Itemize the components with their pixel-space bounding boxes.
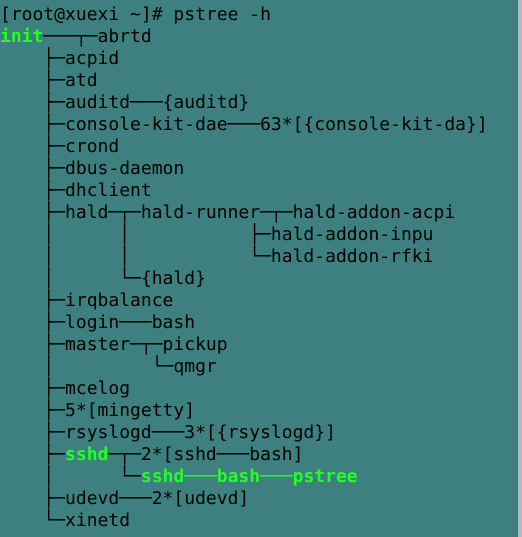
command-line: [root@xuexi ~]# pstree -h [0,4,271,25]
tree-line: │ └─sshd───bash───pstree [0,466,358,487]
tree-line: ├─auditd───{auditd} [0,92,250,113]
tree-line: init───┬─abrtd [0,26,152,47]
tree-line: ├─udevd───2*[udevd] [0,488,250,509]
tree-line: ├─dbus-daemon [0,158,185,179]
tree-line: ├─dhclient [0,180,152,201]
tree-line: ├─sshd─┬─2*[sshd───bash] [0,444,304,465]
tree-line: │ │ └─hald-addon-rfki [0,246,434,267]
window-border [518,0,522,537]
tree-line: ├─hald─┬─hald-runner─┬─hald-addon-acpi [0,202,456,223]
highlighted-process: sshd [65,444,109,465]
tree-line: ├─crond [0,136,120,157]
tree-line: ├─console-kit-dae───63*[{console-kit-da}… [0,114,488,135]
tree-line: ├─irqbalance [0,290,174,311]
tree-line: ├─master─┬─pickup [0,334,228,355]
tree-line: │ │ ├─hald-addon-inpu [0,224,434,245]
tree-line: │ └─{hald} [0,268,206,289]
tree-line: └─xinetd [0,510,131,531]
highlighted-process: sshd───bash───pstree [140,466,358,487]
tree-line: ├─rsyslogd───3*[{rsyslogd}] [0,422,336,443]
tree-line: ├─acpid [0,48,120,69]
tree-line: ├─login───bash [0,312,196,333]
highlighted-process: init [0,26,44,47]
tree-line: ├─atd [0,70,98,91]
tree-line: │ └─qmgr [0,356,217,377]
tree-line: ├─5*[mingetty] [0,400,196,421]
tree-line: ├─mcelog [0,378,131,399]
